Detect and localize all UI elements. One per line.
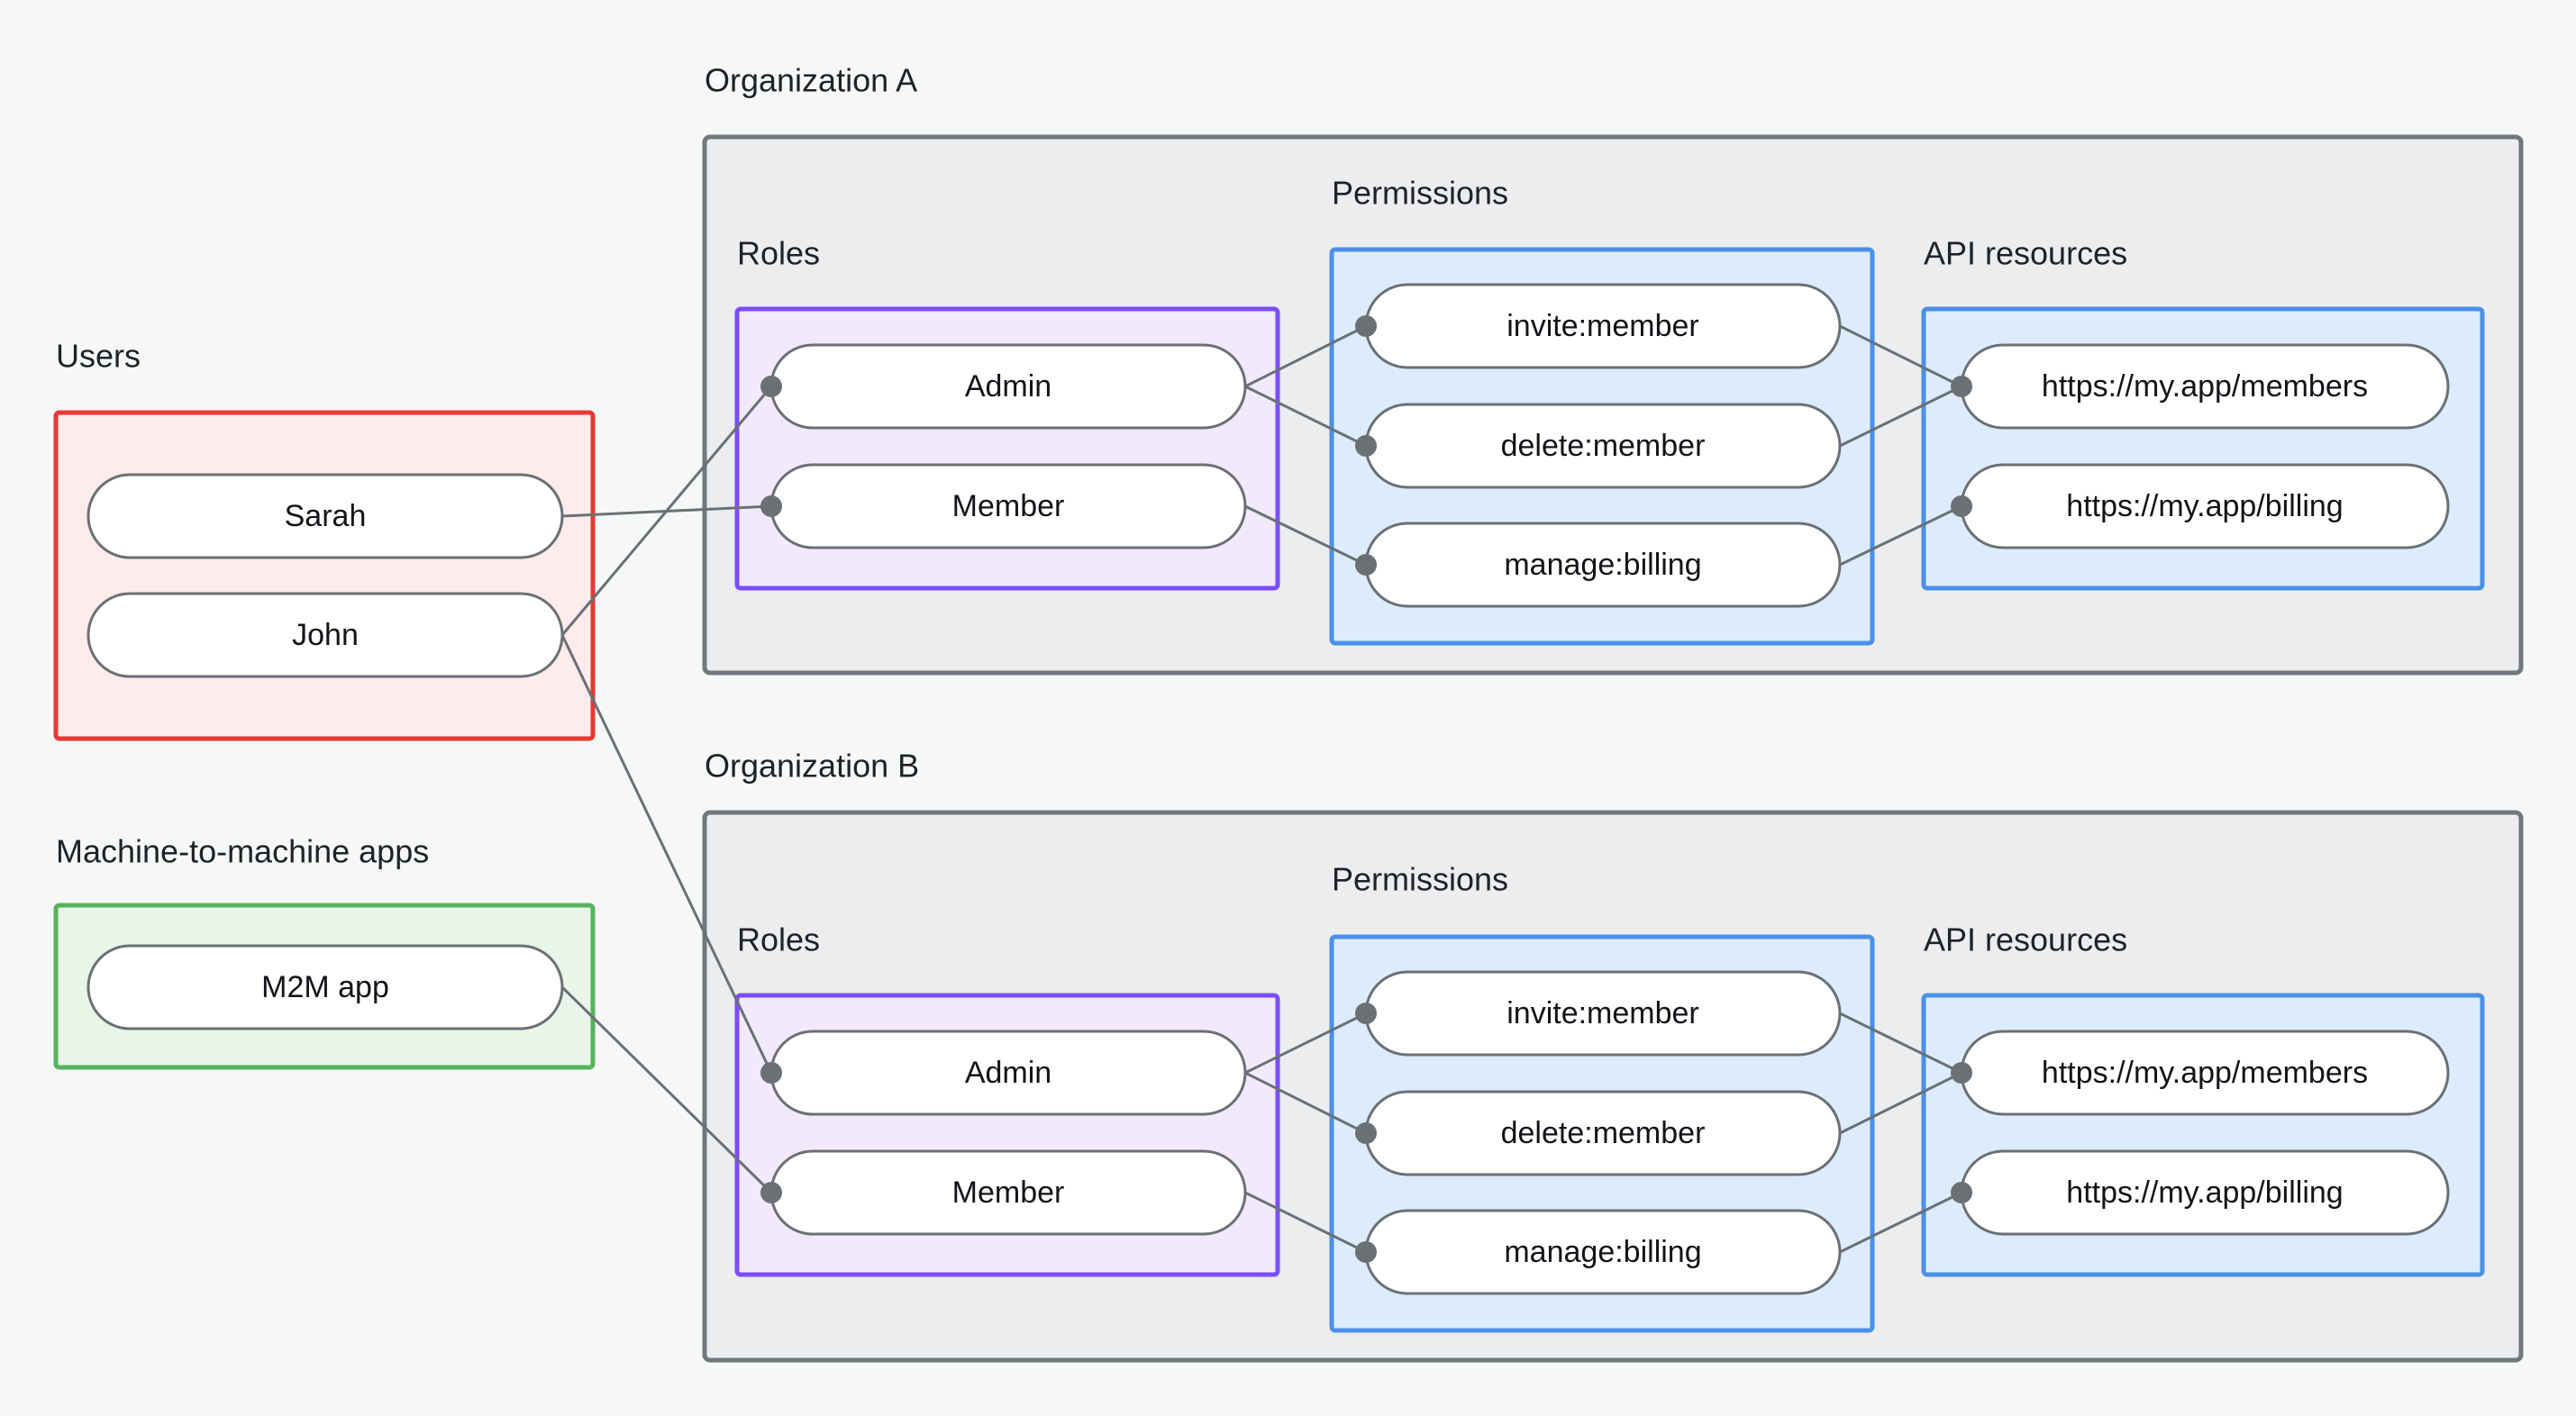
org-b-permissions-title: Permissions [1332,861,1508,898]
node-org-a-invite-member[interactable]: invite:member [1364,283,1842,369]
organization-b-title: Organization B [705,748,919,785]
node-john-label: John [292,618,359,652]
node-org-b-member-label: Member [952,1175,1065,1210]
edge-a-invite-res-members [1839,324,1962,388]
endpoint-dot-org-a-res-billing-left [1951,495,1972,517]
node-org-b-delete-member[interactable]: delete:member [1364,1090,1842,1176]
node-m2m-app[interactable]: M2M app [86,944,564,1030]
edge-layer [560,324,1962,1254]
node-org-a-admin-label: Admin [965,369,1051,404]
edge-b-billing-res-billing [1839,1191,1962,1254]
edge-b-invite-res-members [1839,1012,1962,1075]
endpoint-dot-org-b-billing-left [1355,1241,1377,1263]
node-org-a-admin[interactable]: Admin [769,343,1247,430]
endpoint-dot-org-a-invite-left [1355,315,1377,337]
node-org-b-manage-billing[interactable]: manage:billing [1364,1209,1842,1295]
org-a-permissions-title: Permissions [1332,175,1508,212]
edge-b-member-billing [1244,1191,1367,1254]
org-b-roles-title: Roles [737,921,820,958]
edge-john-org-a-admin [560,386,773,636]
node-sarah[interactable]: Sarah [86,473,564,559]
node-org-a-delete-member[interactable]: delete:member [1364,403,1842,489]
node-org-b-invite-member-label: invite:member [1506,996,1699,1030]
node-org-a-manage-billing-label: manage:billing [1504,548,1701,582]
endpoint-dot-layer [760,315,1972,1263]
node-sarah-shape[interactable] [86,473,564,559]
endpoint-dot-org-a-admin-left [760,376,782,397]
node-john-shape[interactable] [86,592,564,678]
edge-a-admin-delete [1244,385,1367,448]
node-org-b-res-members[interactable]: https://my.app/members [1960,1030,2450,1116]
node-org-b-res-members-label: https://my.app/members [2042,1056,2368,1090]
users-title: Users [56,338,141,375]
node-org-b-admin[interactable]: Admin [769,1030,1247,1116]
endpoint-dot-org-b-admin-left [760,1062,782,1084]
node-org-a-res-billing[interactable]: https://my.app/billing [1960,463,2450,549]
edge-b-delete-res-members [1839,1071,1962,1135]
edge-a-member-billing [1244,504,1367,567]
node-org-a-member-label: Member [952,489,1065,523]
organization-a-title: Organization A [705,62,917,99]
endpoint-dot-org-b-res-billing-left [1951,1182,1972,1203]
node-org-a-delete-member-label: delete:member [1501,429,1706,463]
node-org-a-res-members[interactable]: https://my.app/members [1960,343,2450,430]
users-container [53,410,596,741]
edge-b-admin-delete [1244,1071,1367,1135]
node-org-a-res-members-label: https://my.app/members [2042,369,2368,404]
endpoint-dot-org-b-res-members-left [1951,1062,1972,1084]
endpoint-dot-org-b-invite-left [1355,1003,1377,1024]
edge-john-org-b-admin [560,634,773,1074]
node-org-b-res-billing[interactable]: https://my.app/billing [1960,1149,2450,1236]
node-m2m-app-label: M2M app [261,970,389,1004]
edge-a-admin-invite [1244,324,1367,388]
edge-b-admin-invite [1244,1012,1367,1075]
node-john[interactable]: John [86,592,564,678]
node-org-b-res-billing-label: https://my.app/billing [2066,1175,2343,1210]
node-org-b-manage-billing-label: manage:billing [1504,1235,1701,1269]
org-a-roles-title: Roles [737,235,820,272]
node-org-a-res-billing-label: https://my.app/billing [2066,489,2343,523]
node-m2m-app-shape[interactable] [86,944,564,1030]
node-org-b-invite-member[interactable]: invite:member [1364,970,1842,1057]
endpoint-dot-org-a-delete-left [1355,435,1377,457]
endpoint-dot-org-a-billing-left [1355,554,1377,576]
m2m-title: Machine-to-machine apps [56,833,429,870]
edge-a-delete-res-members [1839,385,1962,448]
node-sarah-label: Sarah [285,499,367,533]
node-org-b-delete-member-label: delete:member [1501,1116,1706,1150]
endpoint-dot-org-b-member-left [760,1182,782,1203]
endpoint-dot-org-a-res-members-left [1951,376,1972,397]
node-org-b-member[interactable]: Member [769,1149,1247,1236]
endpoint-dot-org-a-member-left [760,495,782,517]
node-org-a-manage-billing[interactable]: manage:billing [1364,522,1842,608]
org-a-api-title: API resources [1924,235,2127,272]
node-org-a-member[interactable]: Member [769,463,1247,549]
node-org-a-invite-member-label: invite:member [1506,309,1699,343]
edge-m2m-org-b-member [560,985,773,1194]
org-b-api-title: API resources [1924,921,2127,958]
edge-a-billing-res-billing [1839,504,1962,567]
node-org-b-admin-label: Admin [965,1056,1051,1090]
endpoint-dot-org-b-delete-left [1355,1122,1377,1144]
